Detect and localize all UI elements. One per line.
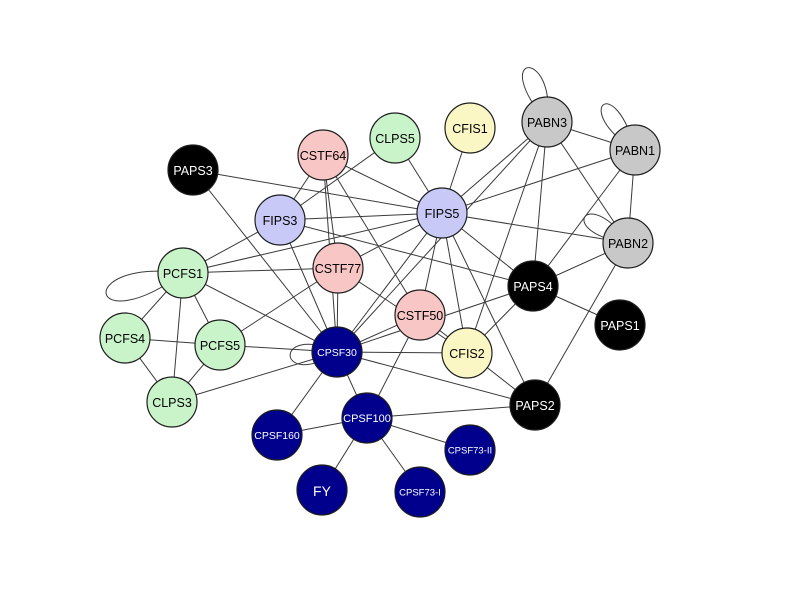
- node-cstf50: CSTF50: [394, 289, 446, 341]
- node-cstf77: CSTF77: [312, 242, 364, 294]
- node-label-cpsf73-ii: CPSF73-II: [448, 446, 492, 457]
- edge-pabn2-paps2: [534, 242, 629, 406]
- node-circle-clps5: [369, 112, 421, 164]
- node-label-paps1: PAPS1: [600, 319, 639, 333]
- node-circle-fips3: [254, 194, 306, 246]
- edge-fips5-pcfs1: [182, 212, 443, 274]
- node-label-cfis2: CFIS2: [449, 347, 484, 361]
- node-label-fips3: FIPS3: [263, 214, 298, 228]
- node-circle-cfis2: [441, 327, 493, 379]
- node-circle-paps1: [594, 299, 646, 351]
- node-circle-cstf50: [394, 289, 446, 341]
- node-fips3: FIPS3: [254, 194, 306, 246]
- self-loop-pcfs1: [105, 270, 184, 302]
- node-circle-cstf64: [297, 129, 349, 181]
- node-circle-pabn2: [602, 217, 654, 269]
- node-circle-pabn1: [609, 124, 661, 176]
- node-circle-pcfs1: [157, 247, 209, 299]
- node-paps2: PAPS2: [509, 379, 561, 431]
- node-fy: FY: [296, 464, 348, 516]
- node-circle-paps4: [507, 260, 559, 312]
- node-pabn1: PABN1: [609, 124, 661, 176]
- node-clps5: CLPS5: [369, 112, 421, 164]
- node-circle-cpsf73-ii: [444, 424, 496, 476]
- node-clps3: CLPS3: [146, 376, 198, 428]
- node-label-cpsf160: CPSF160: [254, 430, 300, 442]
- node-cpsf160: CPSF160: [251, 409, 303, 461]
- node-label-pcfs5: PCFS5: [200, 339, 240, 353]
- node-label-fips5: FIPS5: [425, 207, 460, 221]
- edge-fips3-fips5: [279, 212, 443, 221]
- edge-paps3-fips5: [192, 169, 443, 214]
- node-circle-cpsf100: [341, 392, 393, 444]
- edge-cstf64-cstf50: [322, 154, 421, 316]
- node-cpsf30: CPSF30: [311, 326, 363, 378]
- node-label-clps3: CLPS3: [152, 396, 192, 410]
- node-circle-cfis1: [444, 102, 496, 154]
- node-paps1: PAPS1: [594, 299, 646, 351]
- node-pabn3: PABN3: [521, 96, 573, 148]
- node-paps4: PAPS4: [507, 260, 559, 312]
- node-label-cpsf100: CPSF100: [343, 413, 391, 425]
- node-cfis2: CFIS2: [441, 327, 493, 379]
- node-label-paps2: PAPS2: [515, 399, 554, 413]
- node-cstf64: CSTF64: [297, 129, 349, 181]
- node-label-cstf77: CSTF77: [315, 262, 362, 276]
- node-label-pabn1: PABN1: [615, 144, 655, 158]
- node-circle-paps3: [167, 144, 219, 196]
- node-label-cstf64: CSTF64: [300, 149, 347, 163]
- node-cpsf73-ii: CPSF73-II: [444, 424, 496, 476]
- edge-cpsf100-paps2: [366, 404, 536, 419]
- edge-pabn1-fips5: [441, 149, 636, 214]
- node-circle-cpsf30: [311, 326, 363, 378]
- edge-pabn3-cfis2: [466, 121, 548, 354]
- node-circle-cpsf73-i: [394, 466, 446, 518]
- node-label-cstf50: CSTF50: [397, 309, 444, 323]
- node-circle-cpsf160: [251, 409, 303, 461]
- node-pcfs5: PCFS5: [194, 319, 246, 371]
- edge-pcfs1-cpsf30: [182, 272, 338, 353]
- edge-fips5-paps2: [441, 212, 536, 406]
- node-paps3: PAPS3: [167, 144, 219, 196]
- edge-fips3-paps4: [279, 219, 534, 287]
- node-cpsf100: CPSF100: [341, 392, 393, 444]
- node-label-pcfs1: PCFS1: [163, 267, 203, 281]
- edge-pabn3-paps4: [532, 121, 548, 287]
- edge-cpsf30-paps2: [336, 351, 536, 406]
- node-circle-pcfs4: [99, 312, 151, 364]
- edge-fips5-cpsf30: [336, 212, 443, 353]
- node-label-paps4: PAPS4: [513, 280, 552, 294]
- node-label-pabn3: PABN3: [527, 116, 567, 130]
- node-label-fy: FY: [313, 483, 332, 499]
- node-label-cpsf73-i: CPSF73-I: [399, 488, 441, 499]
- node-pabn2: PABN2: [602, 217, 654, 269]
- node-circle-pcfs5: [194, 319, 246, 371]
- edge-pcfs1-cstf77: [182, 267, 339, 274]
- node-circle-clps3: [146, 376, 198, 428]
- node-circle-paps2: [509, 379, 561, 431]
- node-label-pabn2: PABN2: [608, 237, 648, 251]
- node-label-clps5: CLPS5: [375, 132, 415, 146]
- node-cpsf73-i: CPSF73-I: [394, 466, 446, 518]
- node-fips5: FIPS5: [416, 187, 468, 239]
- node-pcfs1: PCFS1: [157, 247, 209, 299]
- node-label-paps3: PAPS3: [173, 164, 212, 178]
- edge-paps3-cpsf30: [192, 169, 338, 353]
- node-circle-fips5: [416, 187, 468, 239]
- node-label-cfis1: CFIS1: [452, 122, 487, 136]
- edge-cpsf30-clps3: [171, 351, 338, 403]
- node-label-cpsf30: CPSF30: [317, 347, 357, 359]
- node-label-pcfs4: PCFS4: [105, 332, 145, 346]
- node-circle-cstf77: [312, 242, 364, 294]
- node-pcfs4: PCFS4: [99, 312, 151, 364]
- node-circle-pabn3: [521, 96, 573, 148]
- node-circle-fy: [296, 464, 348, 516]
- node-cfis1: CFIS1: [444, 102, 496, 154]
- edge-fips5-pabn2: [441, 212, 629, 244]
